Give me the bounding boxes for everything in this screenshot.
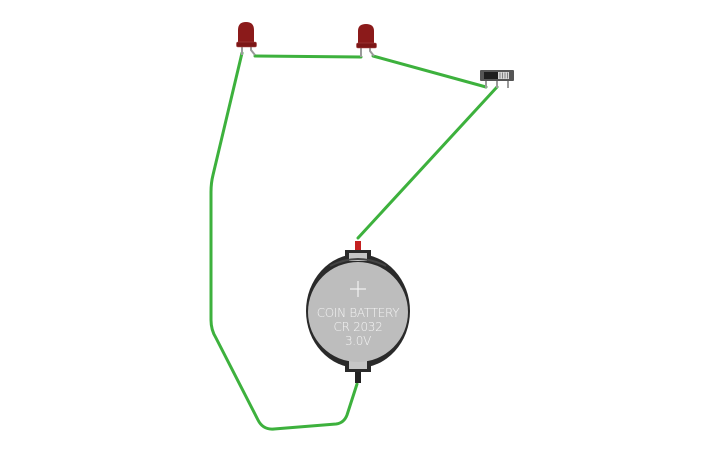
switch-slider-knob[interactable]	[498, 72, 509, 79]
led-2-dome	[358, 24, 374, 45]
battery-negative-terminal[interactable]	[355, 371, 361, 383]
led-2-anode-lead	[369, 48, 375, 57]
wire-led1-to-battery-negative[interactable]	[209, 51, 359, 431]
led-1-anode-lead	[250, 47, 256, 56]
wire-led2-to-switch[interactable]	[371, 54, 488, 89]
slide-switch[interactable]	[480, 70, 514, 88]
battery-label-line3: 3.0V	[345, 334, 371, 348]
led-2-rim	[356, 42, 377, 49]
wire-led1-to-led2[interactable]	[253, 54, 363, 59]
wires	[209, 51, 499, 431]
switch-track	[484, 72, 509, 79]
battery-positive-terminal[interactable]	[355, 241, 361, 251]
wire-switch-to-battery-positive[interactable]	[356, 85, 499, 240]
coin-battery[interactable]: COIN BATTERY CR 2032 3.0V	[306, 241, 410, 383]
battery-top-tab-contact	[349, 253, 367, 261]
led-1-rim	[236, 41, 257, 48]
battery-cell	[308, 262, 408, 362]
battery-plus-icon	[350, 281, 366, 297]
battery-rim	[329, 258, 387, 267]
led-1[interactable]	[236, 22, 257, 56]
led-1-dome	[238, 22, 254, 44]
led-2[interactable]	[356, 24, 377, 57]
battery-label-line1: COIN BATTERY	[317, 306, 401, 320]
battery-bottom-tab-contact	[349, 361, 367, 369]
battery-label-line2: CR 2032	[334, 320, 383, 334]
